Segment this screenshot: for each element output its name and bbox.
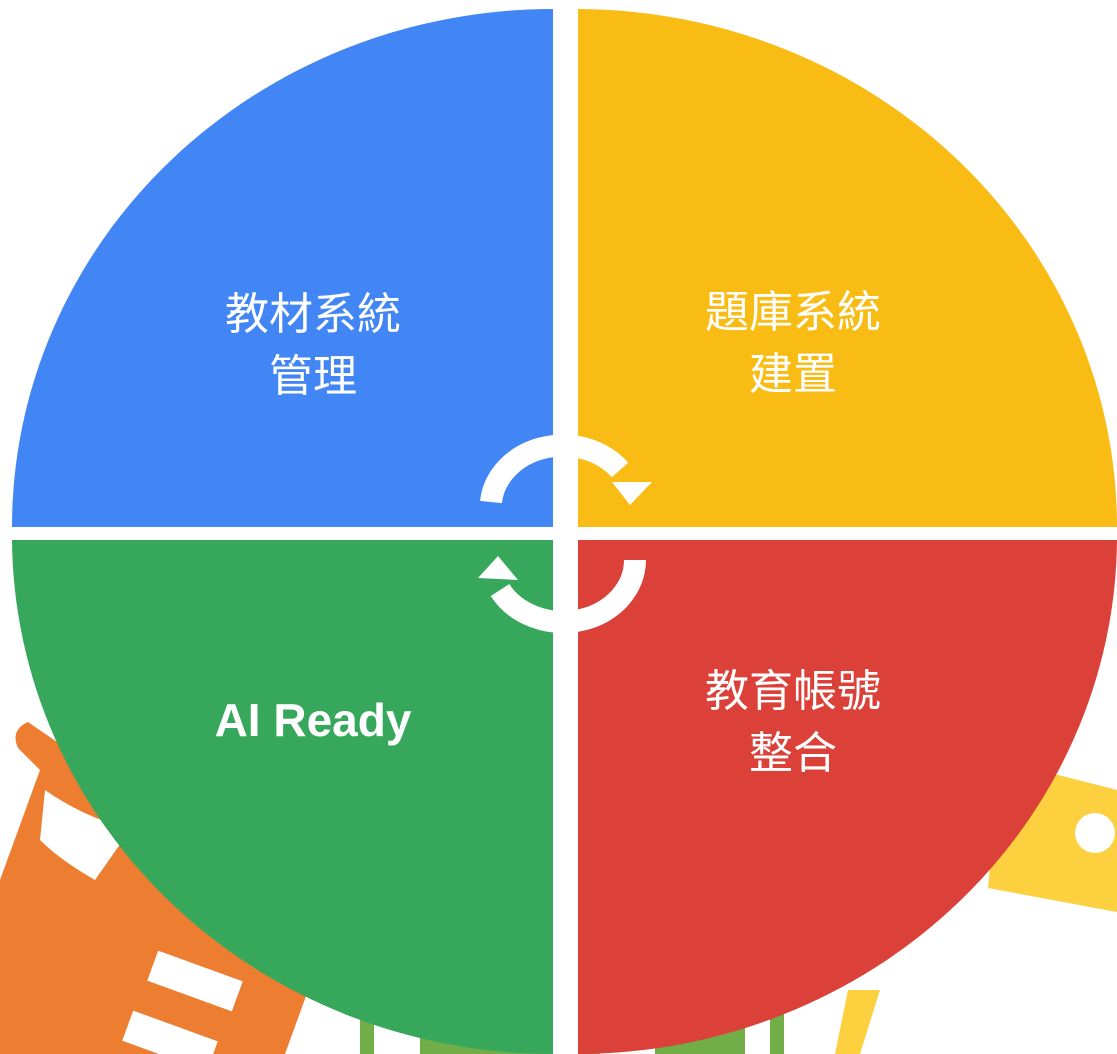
- quadrant-top-left: [12, 9, 553, 527]
- label-top-right: 題庫系統 建置: [643, 282, 943, 406]
- top-arc-arrow: [480, 434, 629, 504]
- bottom-arc-arrow: [490, 559, 646, 633]
- quadrant-top-right: [578, 9, 1117, 527]
- label-bottom-right-line2: 整合: [749, 728, 837, 779]
- label-top-left-line2: 管理: [269, 351, 357, 402]
- arrow-heads: [478, 482, 652, 580]
- label-bottom-left: AI Ready: [214, 694, 412, 746]
- circle-quadrants: [12, 9, 1117, 1054]
- orange-notch-1: [147, 950, 243, 1012]
- arrow-head-right-icon: [612, 482, 652, 505]
- label-bottom-right: 教育帳號 整合: [643, 661, 943, 785]
- label-top-right-line2: 建置: [749, 349, 837, 400]
- orange-inner-cut: [40, 790, 130, 880]
- horizontal-divider: [0, 527, 1117, 540]
- arrow-head-left-icon: [478, 556, 518, 580]
- quadrant-bottom-left: [12, 540, 553, 1054]
- label-bottom-right-line1: 教育帳號: [705, 666, 881, 717]
- orange-notch-2: [122, 1010, 218, 1054]
- yellow-leg: [835, 990, 880, 1054]
- yellow-dot: [1075, 813, 1115, 853]
- label-top-right-line1: 題庫系統: [705, 287, 881, 338]
- quadrant-bottom-right: [578, 540, 1117, 1054]
- cycle-arrows: [480, 434, 646, 633]
- label-top-left: 教材系統 管理: [163, 284, 463, 408]
- label-top-left-line1: 教材系統: [225, 289, 401, 340]
